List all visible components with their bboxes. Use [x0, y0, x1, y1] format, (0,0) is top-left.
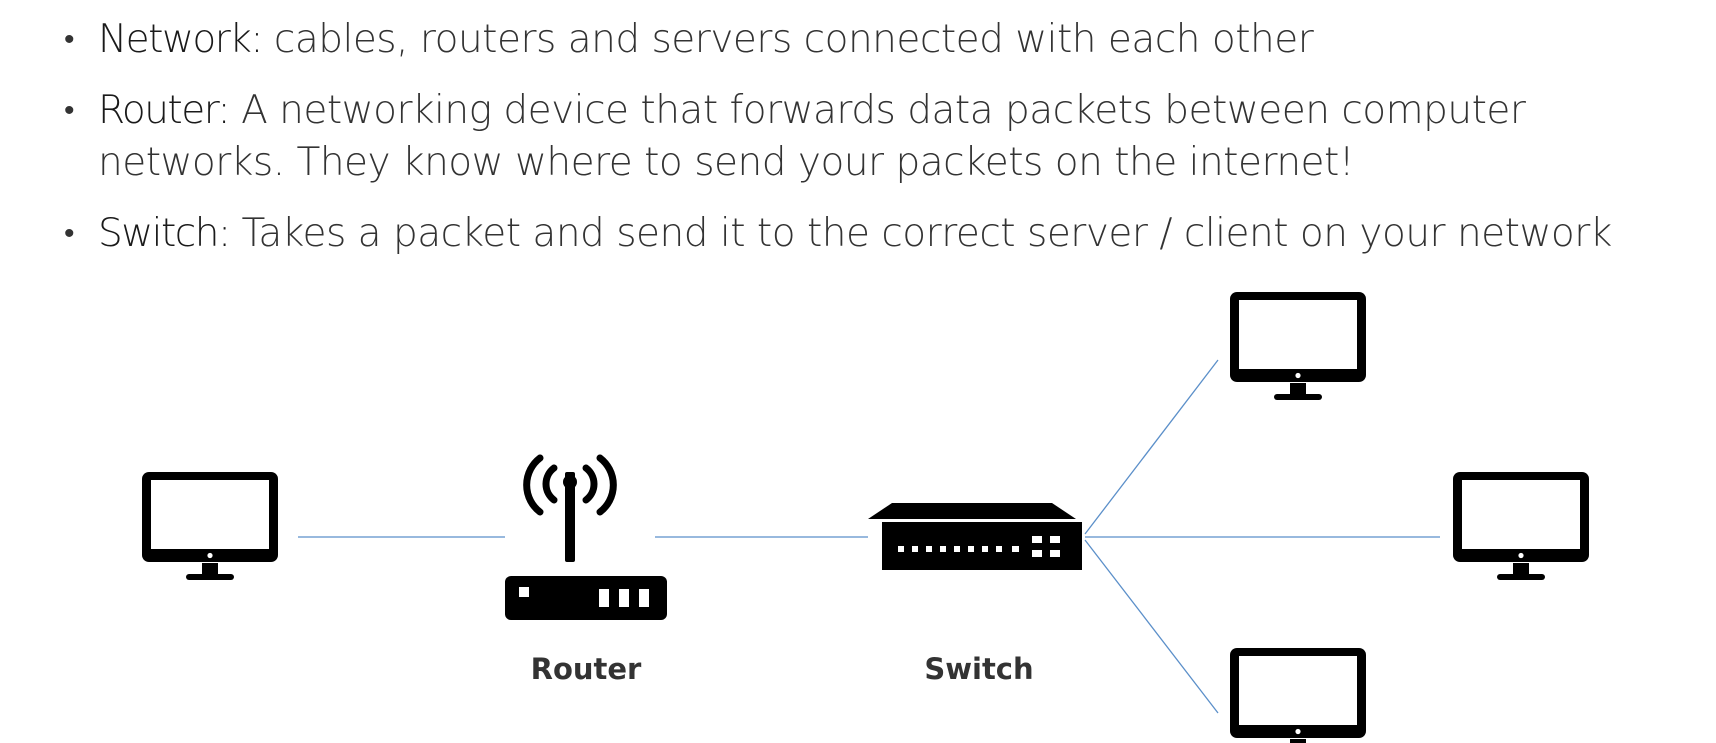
bullet-dot: •	[64, 22, 75, 57]
definition-list: • Network: cables, routers and servers c…	[60, 14, 1660, 279]
bullet-text: Takes a packet and send it to the correc…	[229, 211, 1612, 256]
monitor-icon	[1230, 292, 1366, 400]
connection-lines	[298, 359, 1440, 714]
monitor-icon	[142, 472, 278, 580]
bullet-text: A networking device that forwards data p…	[98, 88, 1526, 185]
bullet-dot: •	[64, 216, 75, 251]
switch-icon	[868, 503, 1082, 570]
link-switch-server-bottom	[1084, 539, 1219, 714]
bullet-term: Network:	[98, 17, 263, 62]
bullet-dot: •	[64, 93, 75, 128]
bullet-text: cables, routers and servers connected wi…	[261, 17, 1314, 62]
router-icon	[505, 454, 667, 620]
switch-label: Switch	[924, 652, 1033, 686]
bullet-switch: • Switch: Takes a packet and send it to …	[60, 208, 1660, 260]
bullet-network: • Network: cables, routers and servers c…	[60, 14, 1660, 66]
bullet-router: • Router: A networking device that forwa…	[60, 85, 1660, 189]
bullet-term: Switch:	[98, 211, 231, 256]
bullet-term: Router:	[98, 88, 231, 133]
router-label: Router	[531, 652, 642, 686]
monitor-icon	[1453, 472, 1589, 580]
monitor-icon	[1230, 648, 1366, 743]
link-switch-server-top	[1084, 359, 1219, 535]
